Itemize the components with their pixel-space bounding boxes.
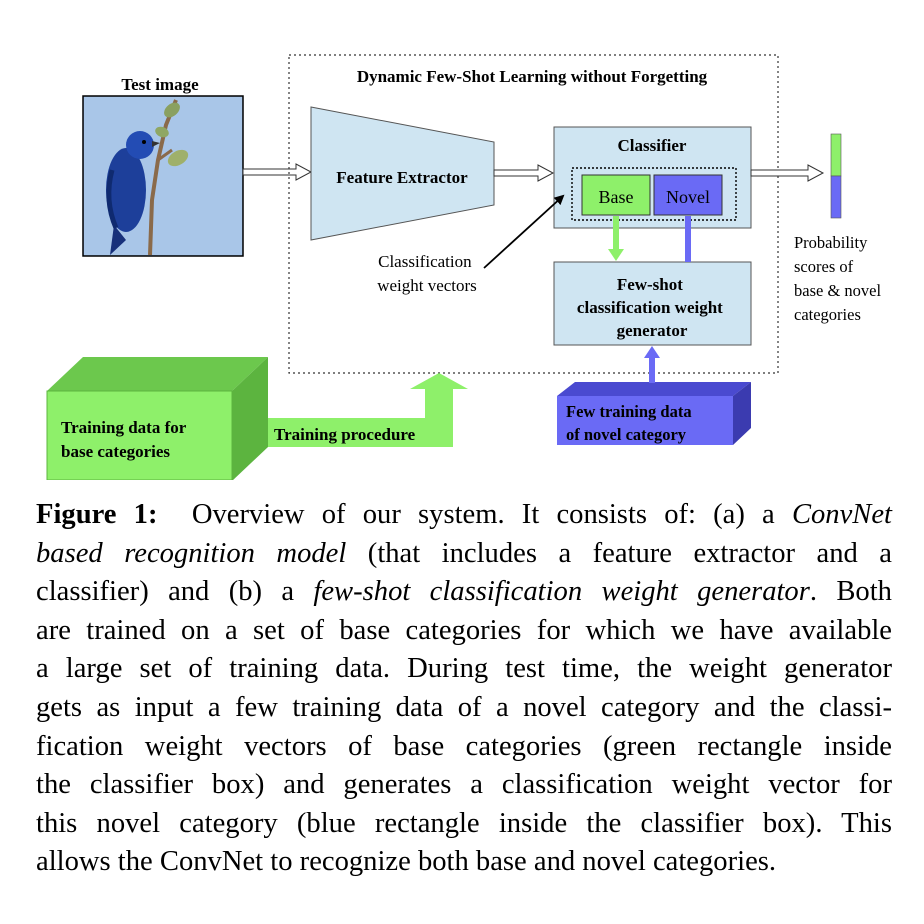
caption-line-8: the classifier box) and generates a clas… bbox=[36, 769, 892, 801]
caption-line-5: a large set of training data. During tes… bbox=[36, 653, 892, 685]
novel-weights bbox=[653, 174, 723, 216]
image-to-extractor-arrow bbox=[242, 163, 313, 181]
system-title: Dynamic Few-Shot Learning without Forget… bbox=[357, 67, 708, 86]
system-overview-diagram: Test image Dynamic Few-Shot Learning wit… bbox=[46, 54, 885, 480]
caption-text-2: (that includes a feature extractor and a bbox=[367, 537, 892, 569]
novel-label: Novel bbox=[666, 187, 710, 207]
figure-label: Figure 1: bbox=[36, 499, 158, 530]
generator-to-novel-arrow bbox=[685, 216, 691, 262]
caption-line-7: fication weight vectors of base categori… bbox=[36, 730, 892, 762]
feature-extractor: Feature Extractor bbox=[310, 106, 495, 241]
bird-icon bbox=[106, 131, 160, 255]
base-training-data-block: Training data for base categories bbox=[46, 357, 268, 480]
caption-line-1: Figure 1: Overview of our system. It con… bbox=[36, 496, 892, 535]
few-data-to-generator-arrow bbox=[644, 346, 660, 383]
caption-italic-1: ConvNet bbox=[791, 499, 893, 530]
classifier-label: Classifier bbox=[618, 136, 687, 155]
figure-caption: Figure 1: Overview of our system. It con… bbox=[36, 496, 892, 882]
caption-text-3b: . Both bbox=[809, 576, 892, 608]
training-base-label: Training data for base categories bbox=[61, 418, 190, 461]
weights-dotted-frame bbox=[571, 167, 737, 221]
caption-line-4: are trained on a set of base categories … bbox=[36, 614, 892, 646]
caption-line-9: this novel category (blue rectangle insi… bbox=[36, 807, 892, 839]
base-to-generator-arrow bbox=[608, 216, 624, 261]
test-image bbox=[82, 95, 244, 257]
weight-vectors-label: Classification weight vectors bbox=[377, 252, 477, 295]
weight-generator-box: Few-shot classification weight generator bbox=[553, 261, 752, 346]
caption-line-6: gets as input a few training data of a n… bbox=[36, 691, 892, 723]
caption-line-3: classifier) and (b) a few-shot classific… bbox=[36, 573, 892, 612]
caption-line-10: allows the ConvNet to recognize both bas… bbox=[36, 846, 777, 878]
system-boundary bbox=[288, 54, 779, 374]
probability-bar bbox=[830, 133, 842, 219]
feature-extractor-label: Feature Extractor bbox=[336, 168, 468, 187]
training-procedure-arrow: Training procedure bbox=[268, 373, 468, 447]
base-weights bbox=[581, 174, 651, 216]
caption-italic-3: few-shot classification weight generator bbox=[313, 576, 810, 608]
caption-text-1: Overview of our system. It consists of: … bbox=[191, 499, 775, 530]
generator-label: Few-shot classification weight generator bbox=[577, 275, 727, 340]
classifier-to-output-arrow bbox=[750, 164, 825, 182]
training-procedure-label: Training procedure bbox=[274, 425, 416, 444]
weight-vectors-pointer bbox=[483, 194, 565, 269]
few-training-data-block: Few training data of novel category bbox=[557, 382, 751, 445]
classifier-box: Classifier Base Novel bbox=[553, 126, 752, 229]
extractor-to-classifier-arrow bbox=[493, 164, 555, 182]
base-label: Base bbox=[599, 187, 634, 207]
caption-line-2: based recognition model (that includes a… bbox=[36, 535, 892, 574]
few-training-label: Few training data of novel category bbox=[566, 402, 696, 444]
output-label: Probability scores of base & novel categ… bbox=[794, 233, 885, 324]
caption-italic-2: based recognition model bbox=[36, 537, 347, 569]
caption-text-3a: classifier) and (b) a bbox=[36, 576, 295, 608]
test-image-label: Test image bbox=[121, 75, 199, 94]
